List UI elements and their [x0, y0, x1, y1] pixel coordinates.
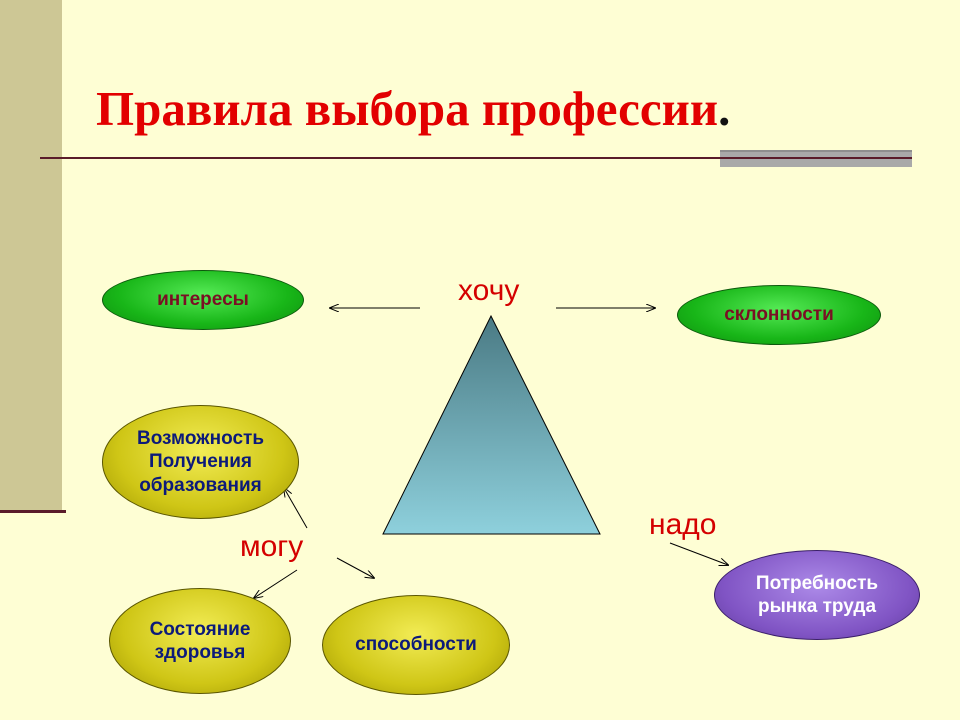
- node-health-label: Состояние здоровья: [149, 618, 251, 663]
- label-can: могу: [240, 530, 304, 563]
- arrow-can-to-education: [284, 488, 308, 529]
- label-need: надо: [649, 508, 717, 541]
- side-decoration-bar: [0, 0, 62, 512]
- node-abilities-label: способности: [355, 634, 477, 656]
- node-interests: интересы: [102, 270, 304, 330]
- node-labor-market-demand: Потребность рынка труда: [714, 550, 920, 640]
- slide-title-period: .: [718, 81, 731, 136]
- label-want: хочу: [458, 274, 520, 307]
- node-interests-label: интересы: [157, 289, 249, 311]
- side-decoration-line: [0, 510, 66, 513]
- node-abilities: способности: [322, 595, 510, 695]
- node-inclinations: склонности: [677, 285, 881, 345]
- title-underline-accent: [720, 150, 912, 167]
- arrow-need-to-market: [669, 542, 728, 565]
- node-education-opportunity-label: Возможность Получения образования: [136, 428, 265, 496]
- slide-title: Правила выбора профессии.: [96, 80, 730, 137]
- node-labor-market-demand-label: Потребность рынка труда: [755, 572, 879, 617]
- node-inclinations-label: склонности: [724, 304, 834, 326]
- node-education-opportunity: Возможность Получения образования: [102, 405, 299, 519]
- arrow-can-to-health: [254, 569, 298, 598]
- arrow-can-to-abilities: [336, 557, 374, 578]
- slide-title-text: Правила выбора профессии: [96, 81, 719, 136]
- title-underline: [40, 157, 912, 159]
- central-triangle: [382, 314, 601, 535]
- node-health: Состояние здоровья: [109, 588, 291, 694]
